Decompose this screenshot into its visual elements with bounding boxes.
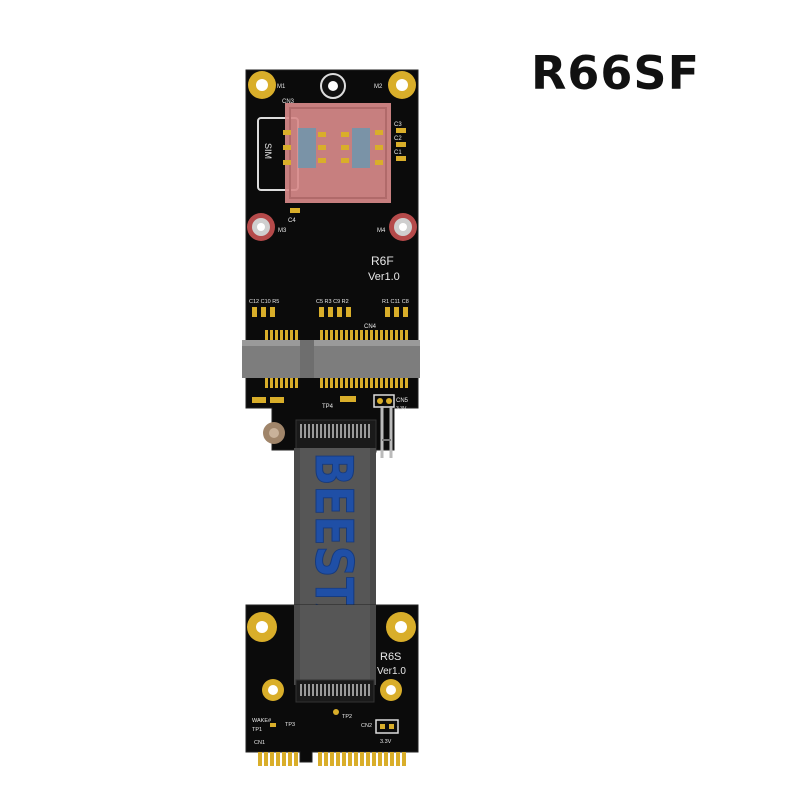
- label-row-left: C12 C10 R5: [249, 299, 279, 305]
- product-model-title: R66SF: [531, 46, 700, 100]
- jumper-wire-leads: [380, 406, 393, 458]
- label-tp1: TP1: [252, 727, 262, 733]
- label-3v3-top: 3.3V: [396, 406, 407, 412]
- label-cn2: CN2: [361, 723, 372, 729]
- label-3v3-bottom: 3.3V: [380, 739, 392, 745]
- sim-label: SIM: [263, 143, 273, 159]
- label-m2: M2: [374, 84, 383, 90]
- label-wake: WAKE#: [252, 718, 272, 724]
- label-cn3: CN3: [282, 99, 295, 105]
- top-pcb-board: SIM C3 C2 C1 C4 M1 M2 CN3 M3 M4 R6F Ver1…: [242, 69, 420, 453]
- mini-pcie-slot: [242, 330, 420, 388]
- gold-edge-connector-right: [316, 752, 406, 766]
- label-cn4: CN4: [364, 324, 377, 330]
- label-row-mid: C5 R3 C9 R2: [316, 299, 349, 305]
- label-tp4: TP4: [322, 404, 334, 410]
- gold-edge-connector-left: [258, 752, 298, 766]
- label-m3: M3: [278, 228, 287, 234]
- sim-card-slot: [257, 103, 391, 203]
- label-m1: M1: [277, 84, 286, 90]
- label-tp2: TP2: [342, 714, 352, 720]
- label-cn1: CN1: [254, 740, 265, 746]
- top-board-name: R6F: [371, 254, 394, 268]
- top-board-version: Ver1.0: [368, 271, 400, 283]
- bottom-board-version: Ver1.0: [377, 666, 406, 677]
- label-c1: C1: [394, 150, 402, 156]
- label-m4: M4: [377, 228, 386, 234]
- label-c4: C4: [288, 218, 296, 224]
- label-c2: C2: [394, 136, 402, 142]
- bottom-pcb-board: R6S Ver1.0 TP2 WAKE# TP1 TP3 CN1 CN2 3.3…: [245, 604, 419, 766]
- label-cn5: CN5: [396, 398, 409, 404]
- label-row-right: R1 C11 C8: [382, 299, 409, 305]
- label-c3: C3: [394, 122, 402, 128]
- label-tp3: TP3: [285, 722, 295, 728]
- bottom-board-name: R6S: [380, 651, 401, 663]
